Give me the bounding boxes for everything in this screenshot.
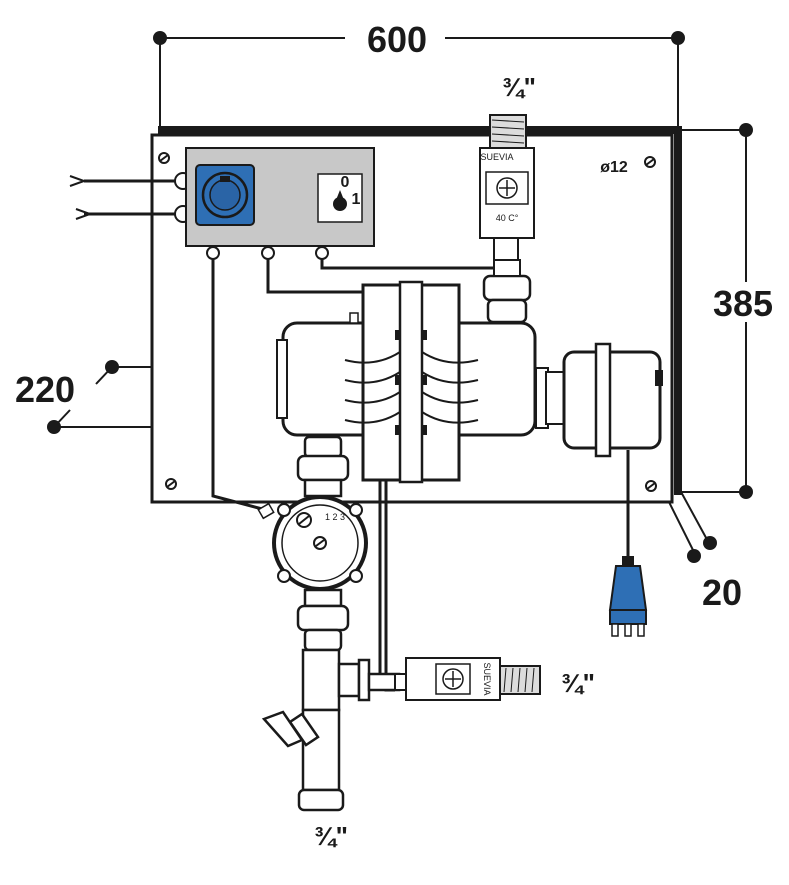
dim-offset-label: 220 <box>15 369 75 410</box>
dimension-width: 600 <box>153 19 685 135</box>
wiring <box>211 248 630 692</box>
return-thermostat: SUEVIA <box>394 657 541 701</box>
dimension-height: 385 <box>680 123 781 499</box>
power-socket <box>195 164 255 226</box>
dim-height-label: 385 <box>713 283 773 324</box>
hole-diameter-label: ø12 <box>600 159 628 176</box>
top-thermostat: SUEVIA 40 C° <box>479 114 535 324</box>
lower-piping <box>261 588 401 812</box>
thermostat-brand: SUEVIA <box>480 152 513 162</box>
pump-speed-labels: 1 2 3 <box>325 512 345 522</box>
circulation-pump: 1 2 3 <box>257 495 368 591</box>
dimension-depth: 20 <box>667 489 742 613</box>
rotary-switch: 0 1 <box>317 173 363 223</box>
thermostat-setpoint: 40 C° <box>496 213 519 223</box>
mounting-holes <box>158 152 657 492</box>
power-plug <box>608 556 648 637</box>
connection-top-label: ¾" <box>502 72 536 102</box>
return-thermostat-brand: SUEVIA <box>482 662 492 695</box>
control-box: 0 1 <box>185 147 375 260</box>
valve-actuator <box>535 342 663 458</box>
mixing-valve <box>276 280 537 484</box>
connection-right-label: ¾" <box>561 668 595 698</box>
dim-width-label: 600 <box>367 19 427 60</box>
dim-depth-label: 20 <box>702 572 742 613</box>
valve-pump-fitting <box>296 435 350 498</box>
switch-position-0: 0 <box>341 174 350 191</box>
switch-position-1: 1 <box>352 191 361 208</box>
connection-bottom-label: ¾" <box>314 821 348 851</box>
